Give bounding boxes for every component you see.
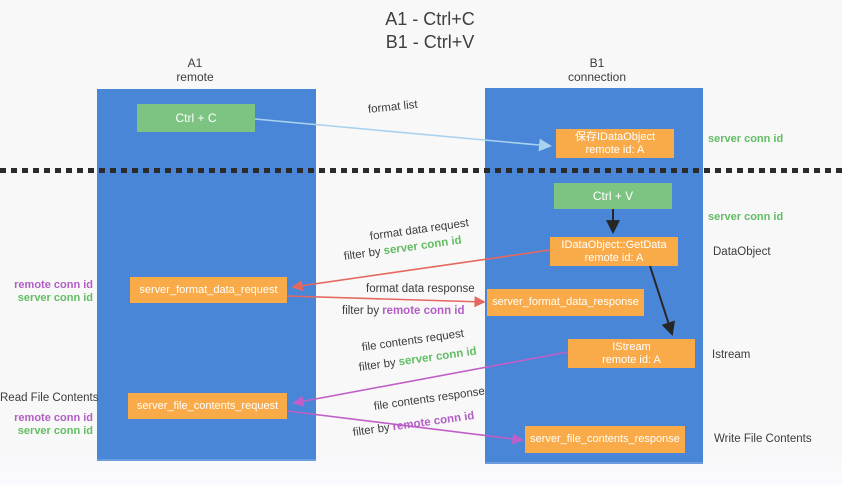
server-format-data-response-label: server_format_data_response: [492, 296, 639, 308]
filter-by-remote-conn-label-2: filter byremote conn id: [352, 410, 475, 439]
lane-a1-role: remote: [176, 70, 214, 84]
server-format-data-request-node: server_format_data_request: [130, 277, 287, 303]
left-remote-conn-id-1: remote conn id: [14, 279, 93, 291]
ctrl-v-label: Ctrl + V: [592, 189, 634, 203]
lane-b1-name: B1: [589, 56, 605, 70]
save-dataobject-line2: remote id: A: [585, 143, 645, 156]
right-server-conn-id-mid: server conn id: [708, 211, 784, 223]
file-contents-response-label: file contents response: [373, 385, 486, 413]
getdata-line2: remote id: A: [584, 251, 644, 264]
save-dataobject-line1: 保存IDataObject: [574, 130, 656, 143]
getdata-line1: IDataObject::GetData: [561, 238, 667, 251]
filter-by-server-conn-label-1: filter byserver conn id: [343, 235, 462, 263]
right-server-conn-id-top: server conn id: [708, 133, 784, 145]
getdata-node: IDataObject::GetData remote id: A: [550, 237, 678, 266]
lane-b1-header: B1 connection: [527, 56, 667, 84]
ctrl-v-node: Ctrl + V: [554, 183, 672, 209]
istream-node: IStream remote id: A: [568, 339, 695, 368]
format-data-response-label: format data response: [366, 283, 475, 295]
ctrl-c-label: Ctrl + C: [175, 111, 217, 125]
filter-by-text: filter by: [342, 305, 380, 317]
left-server-conn-id-1: server conn id: [17, 292, 93, 304]
left-server-conn-id-2: server conn id: [17, 425, 93, 437]
server-file-contents-response-label: server_file_contents_response: [530, 433, 680, 445]
right-istream-label: Istream: [712, 349, 751, 361]
remote-conn-id-text: remote conn id: [382, 305, 465, 317]
istream-line1: IStream: [612, 340, 651, 353]
session-divider-dotted-line: [0, 168, 842, 173]
right-dataobject-label: DataObject: [713, 246, 771, 258]
server-format-data-request-label: server_format_data_request: [139, 283, 278, 296]
lane-a1-header: A1 remote: [125, 56, 265, 84]
lane-b1-role: connection: [567, 70, 627, 84]
remote-conn-id-text: remote conn id: [391, 410, 476, 434]
format-list-label: format list: [367, 98, 419, 116]
lane-a1-name: A1: [187, 56, 203, 70]
left-read-file-contents-label: Read File Contents: [0, 392, 99, 404]
server-format-data-response-node: server_format_data_response: [487, 289, 644, 316]
diagram-title: A1 - Ctrl+C B1 - Ctrl+V: [280, 8, 580, 54]
filter-by-text: filter by: [343, 245, 382, 263]
title-line-1: A1 - Ctrl+C: [385, 9, 475, 29]
right-write-file-contents-label: Write File Contents: [714, 433, 812, 445]
server-file-contents-request-label: server_file_contents_request: [136, 399, 279, 412]
server-conn-id-text: server conn id: [397, 345, 478, 369]
title-line-2: B1 - Ctrl+V: [385, 32, 475, 52]
save-dataobject-node: 保存IDataObject remote id: A: [556, 129, 674, 158]
filter-by-text: filter by: [358, 356, 397, 374]
server-file-contents-response-node: server_file_contents_response: [525, 426, 685, 453]
filter-by-text: filter by: [352, 421, 391, 439]
left-remote-conn-id-2: remote conn id: [14, 412, 93, 424]
arrow-format-data-response: [286, 295, 486, 308]
istream-line2: remote id: A: [602, 353, 661, 366]
ctrl-c-node: Ctrl + C: [137, 104, 255, 132]
server-file-contents-request-node: server_file_contents_request: [128, 393, 287, 419]
